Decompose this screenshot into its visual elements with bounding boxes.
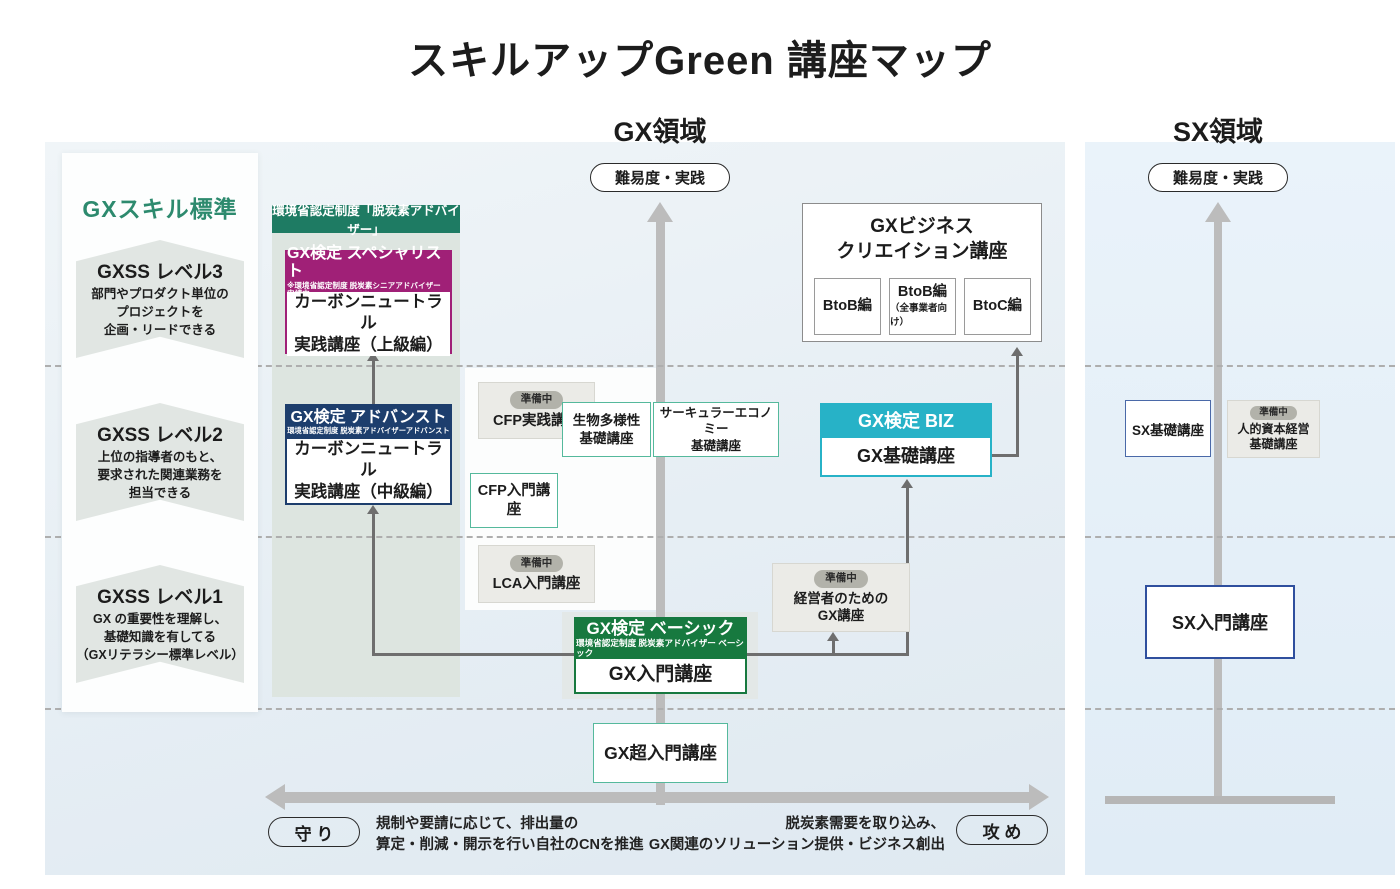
connector-advanced-to-specialist bbox=[372, 360, 375, 405]
course-gx-basic: GX基礎講座 bbox=[822, 438, 990, 475]
skill-level-1: GXSS レベル1 GX の重要性を理解し、 基礎知識を有してる （GXリテラシ… bbox=[76, 565, 244, 683]
cert-title: GX検定 BIZ bbox=[857, 411, 954, 432]
page-title: スキルアップGreen 講座マップ bbox=[408, 39, 992, 83]
skill-level-3: GXSS レベル3 部門やプロダクト単位の プロジェクトを 企画・リードできる bbox=[76, 240, 244, 358]
sx-region-label: SX領域 bbox=[1172, 117, 1264, 147]
gx-difficulty-pill: 難易度・実践 bbox=[590, 163, 730, 192]
connector-arrowhead bbox=[901, 479, 913, 488]
prep-badge: 準備中 bbox=[814, 570, 868, 588]
course-executive-gx: 準備中 経営者のための GX講座 bbox=[772, 563, 910, 632]
course-human-capital: 準備中 人的資本経営 基礎講座 bbox=[1227, 400, 1320, 458]
cert-subtitle: 環境省認定制度 脱炭素アドバイザーアドバンスト bbox=[287, 426, 450, 436]
business-creation-box: GXビジネス クリエイション講座 BtoB編 BtoB編 （全事業者向け） Bt… bbox=[802, 203, 1042, 342]
cert-title: GX検定 スペシャリスト bbox=[287, 244, 442, 281]
level-desc: 上位の指導者のもと、 要求された関連業務を 担当できる bbox=[97, 450, 223, 500]
skill-level-2: GXSS レベル2 上位の指導者のもと、 要求された関連業務を 担当できる bbox=[76, 403, 244, 521]
advanced-cert-box: GX検定 アドバンスト 環境省認定制度 脱炭素アドバイザーアドバンスト カーボン… bbox=[285, 404, 452, 505]
prep-badge: 準備中 bbox=[509, 554, 564, 573]
level-divider-gx-3 bbox=[45, 708, 1065, 710]
sx-vertical-axis bbox=[1214, 220, 1222, 802]
connector-basic-to-bizcreation-v bbox=[1016, 355, 1019, 457]
skill-standard-card: GXスキル標準 GXSS レベル3 部門やプロダクト単位の プロジェクトを 企画… bbox=[62, 153, 258, 712]
level-divider-gx-2 bbox=[45, 536, 1065, 538]
gx-horizontal-axis-left-arrowhead bbox=[265, 784, 285, 810]
level-name: GXSS レベル1 bbox=[97, 587, 223, 608]
edition-btob: BtoB編 bbox=[814, 278, 881, 335]
edition-label: BtoC編 bbox=[972, 297, 1023, 314]
edition-label: BtoB編 bbox=[822, 297, 873, 314]
prep-badge: 準備中 bbox=[1250, 405, 1297, 421]
connector-to-executive-course bbox=[832, 640, 835, 656]
level-divider-gx-1 bbox=[45, 365, 1065, 367]
sx-domain-panel bbox=[1085, 142, 1395, 875]
course-sx-basic: SX基礎講座 bbox=[1125, 400, 1211, 457]
cert-banner: 環境省認定制度「脱炭素アドバイザー」 bbox=[272, 204, 460, 237]
prep-badge: 準備中 bbox=[509, 391, 564, 409]
gx-horizontal-axis bbox=[284, 792, 1030, 803]
level-name: GXSS レベル2 bbox=[97, 425, 223, 446]
level-divider-sx-3 bbox=[1085, 708, 1395, 710]
defense-pill: 守 り bbox=[268, 817, 360, 847]
edition-btob-all: BtoB編 （全事業者向け） bbox=[889, 278, 956, 335]
course-label: 人的資本経営 基礎講座 bbox=[1237, 422, 1310, 452]
course-label: 経営者のための GX講座 bbox=[793, 591, 889, 623]
basic-cert-box: GX検定 ベーシック 環境省認定制度 脱炭素アドバイザー ベーシック GX入門講… bbox=[574, 617, 747, 694]
course-label: CFP実践講座 bbox=[493, 412, 580, 429]
cert-title: GX検定 アドバンスト bbox=[290, 408, 447, 426]
sx-difficulty-pill: 難易度・実践 bbox=[1148, 163, 1288, 192]
skill-standard-title: GXスキル標準 bbox=[82, 196, 238, 222]
connector-basic-to-advanced bbox=[372, 513, 375, 656]
business-creation-title: GXビジネス クリエイション講座 bbox=[836, 216, 1008, 262]
edition-label: BtoB編 bbox=[897, 283, 948, 300]
specialist-cert-box: GX検定 スペシャリスト ※環境省認定制度 脱炭素シニアアドバイザー 申請中 カ… bbox=[285, 245, 452, 357]
course-cn-practice-intermediate: カーボンニュートラル 実践講座（中級編） bbox=[287, 438, 450, 503]
gx-region-label: GX領域 bbox=[613, 117, 707, 147]
connector-arrowhead bbox=[1011, 347, 1023, 356]
course-gx-super-intro: GX超入門講座 bbox=[593, 723, 728, 783]
level-name: GXSS レベル3 bbox=[97, 262, 223, 283]
gx-vertical-axis-arrowhead bbox=[647, 202, 673, 222]
level-desc: 部門やプロダクト単位の プロジェクトを 企画・リードできる bbox=[91, 287, 229, 337]
biz-cert-box: GX検定 BIZ GX基礎講座 bbox=[820, 403, 992, 477]
course-gx-intro: GX入門講座 bbox=[576, 659, 745, 692]
cert-title: GX検定 ベーシック bbox=[586, 619, 735, 639]
edition-btoc: BtoC編 bbox=[964, 278, 1031, 335]
connector-arrowhead bbox=[367, 352, 379, 361]
level-divider-sx-2 bbox=[1085, 536, 1395, 538]
course-sx-intro: SX入門講座 bbox=[1145, 585, 1295, 659]
level-divider-sx-1 bbox=[1085, 365, 1395, 367]
course-cfp-intro: CFP入門講座 bbox=[470, 473, 558, 528]
level-desc: GX の重要性を理解し、 基礎知識を有してる （GXリテラシー標準レベル） bbox=[76, 612, 244, 662]
course-circular-economy: サーキュラーエコノミー 基礎講座 bbox=[653, 402, 779, 457]
sx-vertical-axis-arrowhead bbox=[1205, 202, 1231, 222]
connector-arrowhead bbox=[827, 632, 839, 641]
course-lca-intro: 準備中 LCA入門講座 bbox=[478, 545, 595, 603]
connector-arrowhead bbox=[367, 505, 379, 514]
basic-header: GX検定 ベーシック 環境省認定制度 脱炭素アドバイザー ベーシック bbox=[576, 619, 745, 659]
connector-basic-to-bizcreation-h bbox=[992, 454, 1019, 457]
offense-pill: 攻 め bbox=[956, 815, 1048, 845]
advanced-header: GX検定 アドバンスト 環境省認定制度 脱炭素アドバイザーアドバンスト bbox=[287, 406, 450, 439]
course-cn-practice-advanced: カーボンニュートラル 実践講座（上級編） bbox=[287, 292, 450, 357]
course-biodiversity: 生物多様性 基礎講座 bbox=[562, 402, 651, 457]
gx-horizontal-axis-right-arrowhead bbox=[1029, 784, 1049, 810]
biz-header: GX検定 BIZ bbox=[822, 405, 990, 438]
defense-text: 規制や要請に応じて、排出量の 算定・削減・開示を行い自社のCNを推進 bbox=[376, 816, 644, 854]
edition-note: （全事業者向け） bbox=[890, 303, 948, 329]
specialist-header: GX検定 スペシャリスト ※環境省認定制度 脱炭素シニアアドバイザー 申請中 bbox=[287, 245, 450, 298]
gx-vertical-axis bbox=[656, 220, 665, 805]
offense-text: 脱炭素需要を取り込み、 GX関連のソリューション提供・ビジネス創出 bbox=[648, 816, 945, 854]
cert-subtitle: 環境省認定制度 脱炭素アドバイザー ベーシック bbox=[576, 637, 744, 658]
sx-baseline bbox=[1105, 796, 1335, 804]
course-label: LCA入門講座 bbox=[492, 576, 581, 593]
